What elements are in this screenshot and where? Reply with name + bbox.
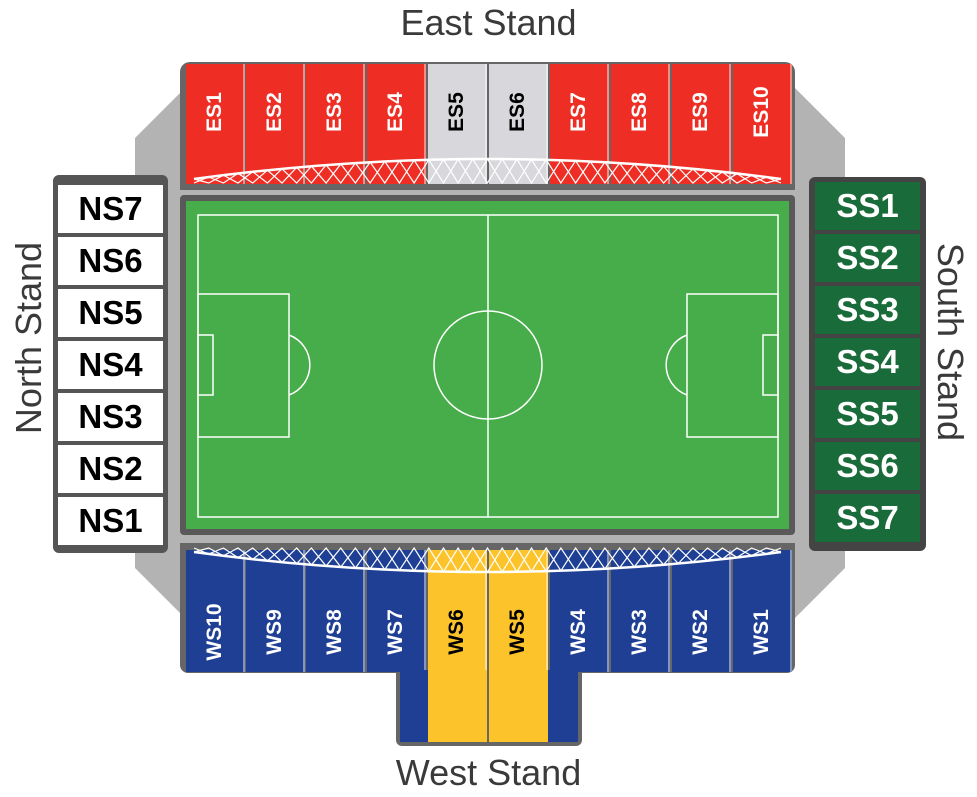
west-section-extension [400, 670, 428, 742]
west-section[interactable]: WS3 [611, 550, 670, 672]
west-section[interactable]: WS2 [672, 550, 731, 672]
right-penalty-box [686, 293, 779, 438]
section-label: ES4 [383, 92, 407, 132]
west-section-extension [489, 670, 548, 742]
east-section[interactable]: ES2 [246, 64, 305, 184]
east-section[interactable]: ES9 [672, 64, 731, 184]
east-section[interactable]: ES10 [733, 64, 792, 184]
section-label: ES2 [262, 92, 286, 132]
east-stand-roof-truss [193, 157, 782, 185]
east-section[interactable]: ES5 [428, 64, 487, 184]
south-section[interactable]: SS3 [815, 286, 920, 334]
north-section[interactable]: NS2 [58, 445, 163, 493]
section-label: WS3 [627, 609, 651, 655]
left-goal-box [197, 334, 214, 396]
west-section[interactable]: WS10 [186, 550, 245, 672]
pitch [186, 201, 789, 529]
section-label: ES7 [566, 92, 590, 132]
section-label: ES3 [322, 92, 346, 132]
south-section[interactable]: SS4 [815, 338, 920, 386]
east-section[interactable]: ES1 [186, 64, 245, 184]
south-section[interactable]: SS7 [815, 494, 920, 542]
west-stand-roof-truss [193, 546, 782, 574]
section-label: ES10 [749, 86, 773, 138]
section-label: WS7 [383, 609, 407, 655]
left-penalty-arc [288, 334, 311, 396]
north-stand-title: North Stand [8, 241, 49, 435]
south-section[interactable]: SS5 [815, 390, 920, 438]
right-goal-box [762, 334, 779, 396]
east-section[interactable]: ES7 [550, 64, 609, 184]
left-penalty-box [197, 293, 290, 438]
north-section[interactable]: NS6 [58, 237, 163, 285]
right-penalty-arc [665, 334, 688, 396]
section-label: WS10 [202, 603, 226, 661]
section-label: WS4 [566, 609, 590, 655]
section-label: ES1 [202, 92, 226, 132]
section-label: WS6 [444, 609, 468, 655]
north-section[interactable]: NS4 [58, 341, 163, 389]
section-label: WS9 [262, 609, 286, 655]
section-label: ES5 [444, 92, 468, 132]
section-label: WS2 [688, 609, 712, 655]
section-label: WS8 [322, 609, 346, 655]
section-label: ES9 [688, 92, 712, 132]
centre-circle [433, 310, 543, 420]
section-label: WS5 [505, 609, 529, 655]
section-label: WS1 [749, 609, 773, 655]
south-section[interactable]: SS6 [815, 442, 920, 490]
section-label: ES6 [505, 92, 529, 132]
north-section[interactable]: NS5 [58, 289, 163, 337]
west-section-extension [428, 670, 487, 742]
south-section[interactable]: SS2 [815, 234, 920, 282]
west-section[interactable]: WS8 [306, 550, 365, 672]
north-section[interactable]: NS1 [58, 497, 163, 545]
pitch-markings [197, 214, 779, 518]
section-label: ES8 [627, 92, 651, 132]
east-stand-title: East Stand [400, 2, 577, 43]
south-stand-title: South Stand [930, 242, 971, 442]
west-section[interactable]: WS9 [246, 550, 305, 672]
west-section-extension [548, 670, 578, 742]
west-stand-title: West Stand [395, 752, 582, 793]
north-section[interactable]: NS3 [58, 393, 163, 441]
north-section[interactable]: NS7 [58, 185, 163, 233]
south-section[interactable]: SS1 [815, 182, 920, 230]
west-section[interactable]: WS1 [733, 550, 792, 672]
